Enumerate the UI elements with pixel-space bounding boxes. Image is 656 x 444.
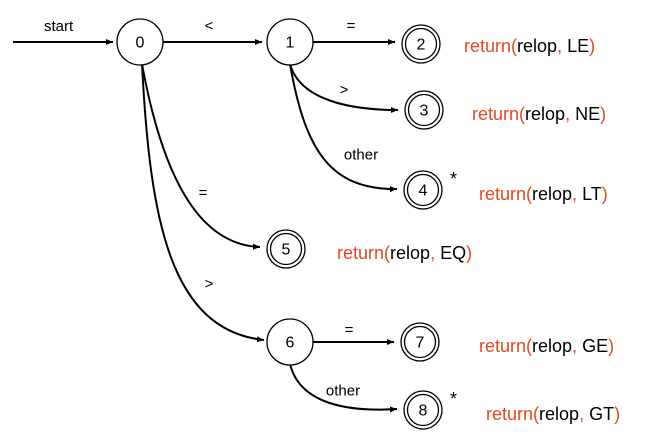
retract-star-8: * xyxy=(450,389,457,409)
action-arg-value: EQ xyxy=(440,243,466,263)
state-4-label: 4 xyxy=(419,183,428,200)
state-3: 3 xyxy=(404,90,444,130)
state-7: 7 xyxy=(400,322,440,362)
state-7-inner-ring xyxy=(403,325,437,359)
edge-label-6-8: other xyxy=(326,383,360,400)
action-state-5: return(relop, EQ) xyxy=(337,243,472,263)
edge-0-6 xyxy=(141,63,265,343)
state-4-inner-ring xyxy=(406,173,440,207)
action-separator: , xyxy=(572,336,582,356)
action-arg-value: GT xyxy=(589,404,614,424)
edge-6-8 xyxy=(289,363,398,413)
state-5: 5 xyxy=(266,229,306,269)
action-keyword: return xyxy=(337,243,384,263)
state-0-label: 0 xyxy=(136,35,145,52)
state-6: 6 xyxy=(266,318,314,366)
edge-label-0-6: > xyxy=(205,276,214,293)
state-6-label: 6 xyxy=(286,335,295,352)
edge-label-1-4: other xyxy=(344,147,378,164)
state-1-circle xyxy=(266,18,314,66)
action-arg-value: LT xyxy=(582,184,602,204)
action-state-8: return(relop, GT) xyxy=(486,404,620,424)
action-open-paren: ( xyxy=(526,336,532,356)
state-8: 8* xyxy=(403,389,457,430)
state-2-inner-ring xyxy=(404,27,438,61)
state-2: 2 xyxy=(401,24,441,64)
action-open-paren: ( xyxy=(511,36,517,56)
state-8-inner-ring xyxy=(406,393,440,427)
action-close-paren: ) xyxy=(614,404,620,424)
edge-label-0-1: < xyxy=(205,18,214,35)
edge-label-6-7: = xyxy=(345,322,354,339)
state-0: 0 xyxy=(116,18,164,66)
start-label: start xyxy=(44,18,74,35)
state-8-label: 8 xyxy=(419,403,428,420)
state-5-label: 5 xyxy=(282,242,291,259)
edge-1-4 xyxy=(289,63,398,193)
action-separator: , xyxy=(430,243,440,263)
action-open-paren: ( xyxy=(526,184,532,204)
action-arg-value: GE xyxy=(582,336,608,356)
state-4: 4* xyxy=(403,169,457,210)
action-open-paren: ( xyxy=(533,404,539,424)
action-arg-token: relop xyxy=(532,336,572,356)
edge-label-1-2: = xyxy=(347,18,356,35)
action-arg-token: relop xyxy=(539,404,579,424)
action-open-paren: ( xyxy=(384,243,390,263)
action-keyword: return xyxy=(472,104,519,124)
action-keyword: return xyxy=(479,184,526,204)
edge-0-5 xyxy=(141,63,261,250)
action-state-3: return(relop, NE) xyxy=(472,104,606,124)
edge-1-3 xyxy=(289,63,399,113)
state-0-circle xyxy=(116,18,164,66)
action-arg-token: relop xyxy=(525,104,565,124)
action-keyword: return xyxy=(464,36,511,56)
edge-label-1-3: > xyxy=(340,82,349,99)
edge-label-0-5: = xyxy=(199,185,208,202)
action-separator: , xyxy=(565,104,575,124)
action-state-2: return(relop, LE) xyxy=(464,36,595,56)
state-1: 1 xyxy=(266,18,314,66)
action-arg-token: relop xyxy=(390,243,430,263)
action-separator: , xyxy=(557,36,567,56)
state-3-label: 3 xyxy=(420,103,429,120)
action-state-7: return(relop, GE) xyxy=(479,336,614,356)
state-6-circle xyxy=(266,318,314,366)
action-arg-value: NE xyxy=(575,104,600,124)
action-close-paren: ) xyxy=(589,36,595,56)
state-3-inner-ring xyxy=(407,93,441,127)
action-arg-token: relop xyxy=(517,36,557,56)
retract-star-4: * xyxy=(450,169,457,189)
action-separator: , xyxy=(572,184,582,204)
action-close-paren: ) xyxy=(608,336,614,356)
state-1-label: 1 xyxy=(286,35,295,52)
state-2-label: 2 xyxy=(417,37,426,54)
action-close-paren: ) xyxy=(466,243,472,263)
action-keyword: return xyxy=(479,336,526,356)
action-state-4: return(relop, LT) xyxy=(479,184,608,204)
action-separator: , xyxy=(579,404,589,424)
state-5-inner-ring xyxy=(269,232,303,266)
action-keyword: return xyxy=(486,404,533,424)
action-arg-value: LE xyxy=(567,36,589,56)
state-7-label: 7 xyxy=(416,335,425,352)
action-open-paren: ( xyxy=(519,104,525,124)
action-close-paren: ) xyxy=(600,104,606,124)
action-close-paren: ) xyxy=(602,184,608,204)
action-arg-token: relop xyxy=(532,184,572,204)
